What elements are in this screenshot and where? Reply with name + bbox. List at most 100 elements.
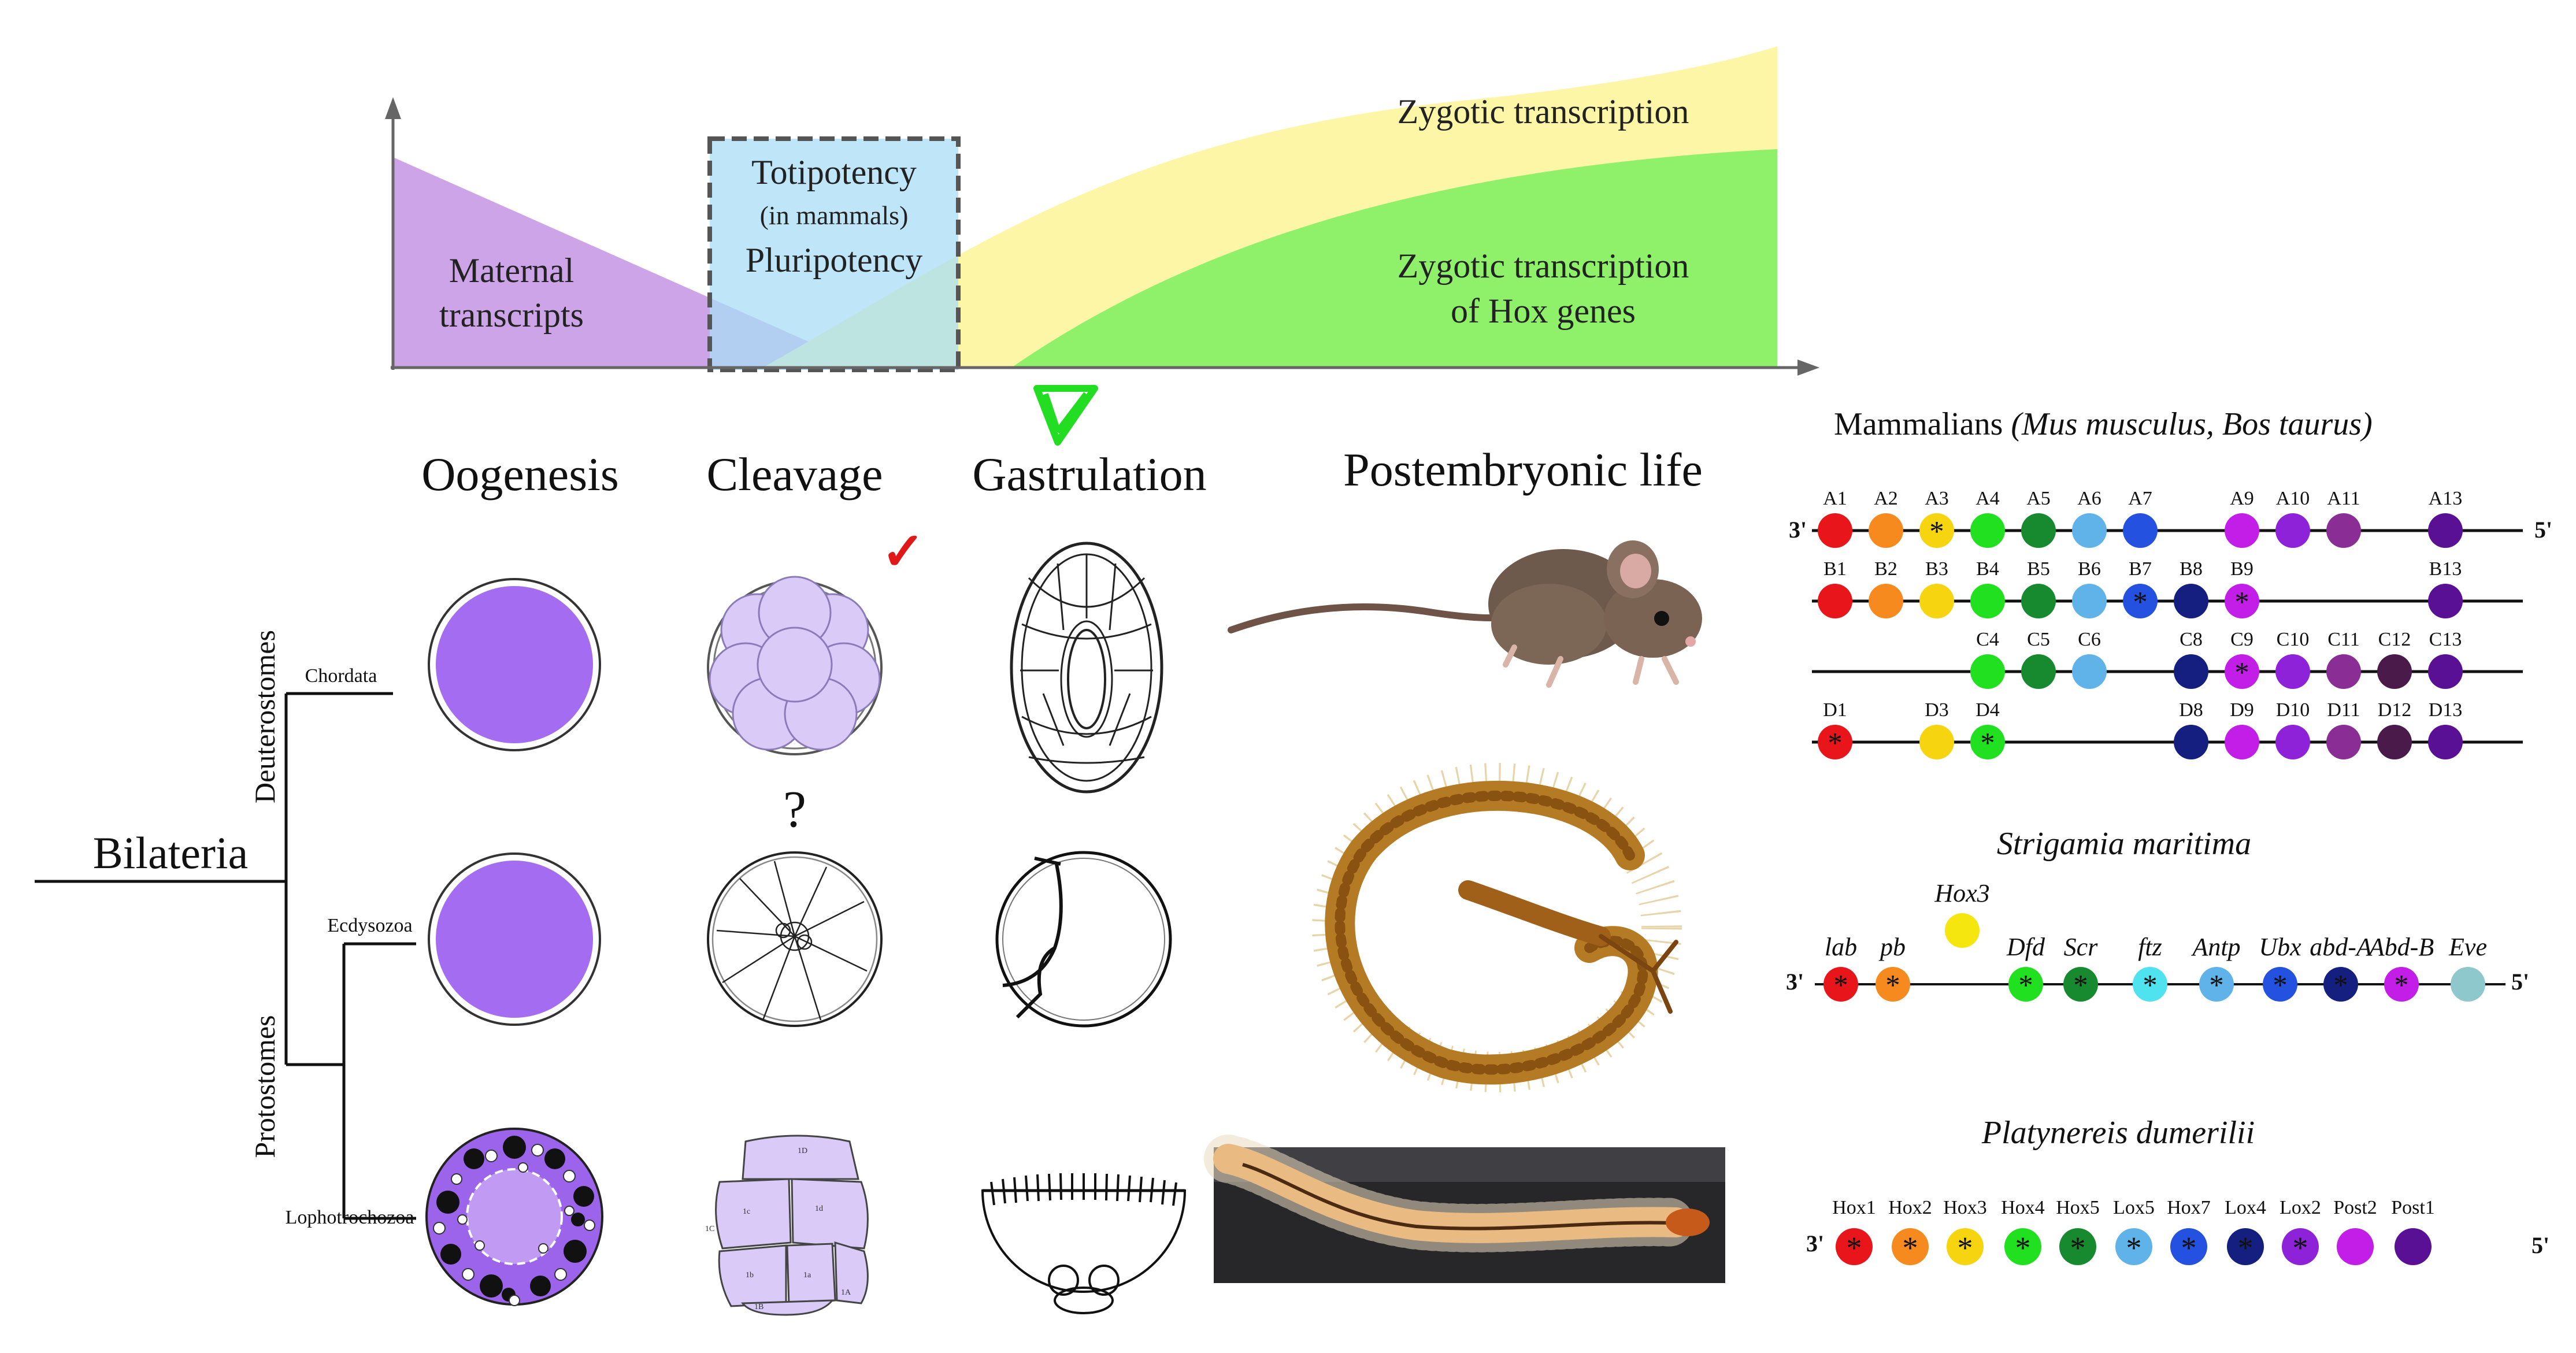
svg-text:1D: 1D [798,1147,807,1155]
mammal-gene-label: B7 [2129,558,2152,580]
strigamia-gene: *abd-A [2310,933,2373,1002]
asterisk-icon: * [1833,970,1848,1002]
mouse-photo [1228,540,1702,688]
mammal-gene-circle [2326,654,2361,689]
strigamia-gene-label: Antp [2190,933,2240,961]
oocyte-chordata [428,578,601,751]
svg-text:1a: 1a [803,1271,811,1280]
strigamia-gene: *Ubx [2259,933,2301,1002]
mammal-gene-label: B5 [2027,558,2050,580]
mammal-gene-circle [2275,654,2310,689]
platynereis-gene-label: Hox1 [1832,1197,1876,1218]
mammal-gene: D11 [2326,699,2361,759]
strigamia-gene-label: abd-A [2310,933,2373,961]
mammal-gene-label: C4 [1976,629,1999,650]
mammal-gene: C6 [2072,629,2107,689]
mammal-gene-label: A4 [1975,488,2000,509]
mammal-gene-circle [2275,513,2310,548]
mammal-gene-circle [2428,584,2463,618]
platynereis-gene-label: Post2 [2333,1197,2377,1218]
x-axis-arrowhead [1797,359,1819,376]
ecdysozoa-label: Ecdysozoa [327,915,412,936]
mammal-gene-circle [2174,584,2208,618]
strigamia-gene-circle [2063,967,2098,1002]
platynereis-gene: Post2 [2333,1197,2377,1265]
stage-oogenesis: Oogenesis [421,448,619,501]
platynereis-gene-label: Hox2 [1888,1197,1932,1218]
mammal-gene-label: A5 [2026,488,2051,509]
gastrulation-arrow-icon [1033,385,1098,446]
mammal-gene-circle [1970,513,2005,548]
mammal-gene-circle [1818,725,1852,759]
mammal-gene-circle [1970,725,2005,759]
mammal-gene-circle [2326,725,2361,759]
mammal-gene-label: D8 [2179,699,2203,721]
mammal-gene-label: B6 [2078,558,2101,580]
strigamia-gene: Eve [2448,933,2487,1002]
strigamia-gene-label: lab [1825,933,1857,961]
expression-timeline: Maternal transcripts Totipotency (in mam… [385,46,1819,446]
mammal-gene-label: A10 [2276,488,2310,509]
strigamia-gene: * Antp [2190,933,2240,1002]
mammal-gene-circle [1970,584,2005,618]
platynereis-gene: *Hox5 [2056,1197,2100,1265]
mammal-gene: C10 [2275,629,2310,689]
mammal-gene-label: B13 [2429,558,2462,580]
mammal-gene: *A3 [1919,488,1954,548]
asterisk-icon: * [2234,587,2249,619]
asterisk-icon: * [2234,657,2249,690]
asterisk-icon: * [2181,1230,2196,1265]
hox-label-line2: of Hox genes [1451,292,1636,330]
mammal-gene-label: B1 [1823,558,1847,580]
mammal-gene-circle [2072,584,2107,618]
platynereis-5prime-label: 5' [2531,1232,2549,1258]
mammal-gene-label: C13 [2429,629,2462,650]
mammal-gene: C12 [2377,629,2412,689]
asterisk-icon: * [2073,970,2088,1002]
mammal-gene-label: A9 [2230,488,2254,509]
mammal-gene-label: B8 [2180,558,2203,580]
mammal-gene-circle [2174,725,2208,759]
mammal-gene: A7 [2123,488,2158,548]
mammal-gene-label: C8 [2180,629,2203,650]
mammal-gene-label: D11 [2327,699,2360,721]
mammal-gene-label: A6 [2077,488,2101,509]
mammal-gene-label: A7 [2128,488,2152,509]
mammal-gene: B1 [1818,558,1852,618]
svg-text:1C: 1C [705,1225,714,1233]
asterisk-icon: * [1980,728,1995,760]
mammal-gene-label: C9 [2230,629,2253,650]
mammal-gene: B4 [1970,558,2005,618]
mammal-gene-circle [2377,654,2412,689]
asterisk-icon: * [2394,970,2409,1002]
gastrula-chordata [1010,542,1163,794]
bilateria-label: Bilateria [93,828,249,878]
mammal-gene: D9 [2225,699,2259,759]
platynereis-gene-circle [2282,1228,2319,1265]
mammal-gene-circle [1869,584,1903,618]
platynereis-gene: *Hox4 [2001,1197,2045,1265]
mammal-gene-circle [1919,584,1954,618]
mammal-gene-label: D3 [1925,699,1949,721]
lophotrochozoa-label: Lophotrochozoa [286,1207,414,1228]
mammal-gene-circle [2123,584,2158,618]
mammal-gene-circle [2021,584,2056,618]
mammal-gene-label: C12 [2378,629,2411,650]
strigamia-gene: *Abd-B [2367,933,2434,1002]
mammal-gene-circle [2021,513,2056,548]
mammal-gene-label: B4 [1976,558,1999,580]
mammal-gene-circle [2377,725,2412,759]
mammal-gene: * D4 [1970,699,2005,760]
mammal-gene-circle [2326,513,2361,548]
platynereis-gene-circle [2004,1228,2041,1265]
mammal-gene-circle [2174,654,2208,689]
mammal-gene: A2 [1869,488,1903,548]
asterisk-icon: * [2209,970,2224,1002]
mammal-gene-label: D4 [1975,699,2000,721]
strigamia-hox3-circle [1945,913,1980,948]
strigamia-gene-label: ftz [2138,933,2162,961]
mammal-gene-label: A1 [1823,488,1847,509]
mammal-gene: B3 [1919,558,1954,618]
mammals-5prime-label: 5' [2534,517,2552,543]
